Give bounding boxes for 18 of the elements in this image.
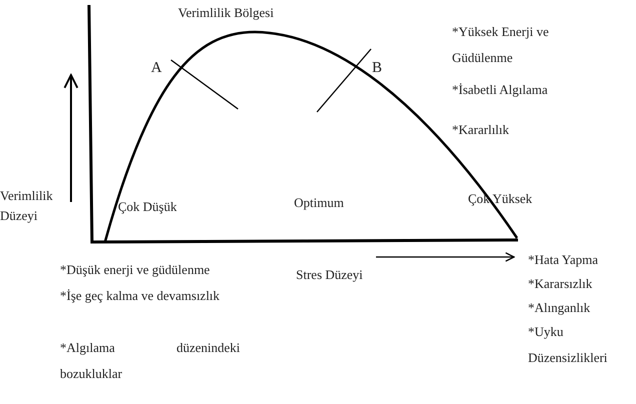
symptom-list-item: *Düşük enerji ve güdülenme bbox=[60, 261, 210, 279]
zone-label: Çok Yüksek bbox=[468, 190, 532, 208]
point-label: B bbox=[372, 59, 382, 78]
axis-title: Verimlilik Düzeyi bbox=[0, 187, 54, 225]
symptom-list-item: *Uyku Düzensizlikleri bbox=[528, 323, 608, 367]
symptom-list-item: *Alınganlık bbox=[528, 299, 590, 317]
zone-label: Optimum bbox=[294, 194, 344, 212]
symptom-list-item: *Algılama düzenindeki bozukluklar bbox=[60, 339, 240, 383]
symptom-list-item: *Kararsızlık bbox=[528, 275, 592, 293]
region-title: Verimlilik Bölgesi bbox=[178, 4, 274, 22]
axis-title: Stres Düzeyi bbox=[296, 266, 363, 284]
trait-list-item: *Kararlılık bbox=[452, 121, 510, 139]
symptom-list-item: *İşe geç kalma ve devamsızlık bbox=[60, 287, 221, 305]
zone-label: Çok Düşük bbox=[118, 198, 177, 216]
point-label: A bbox=[151, 59, 162, 78]
trait-list-item: *İsabetli Algılama bbox=[452, 81, 548, 99]
trait-list-item: *Yüksek Enerji ve Güdülenme bbox=[452, 23, 550, 67]
symptom-list-item: *Hata Yapma bbox=[528, 251, 598, 269]
